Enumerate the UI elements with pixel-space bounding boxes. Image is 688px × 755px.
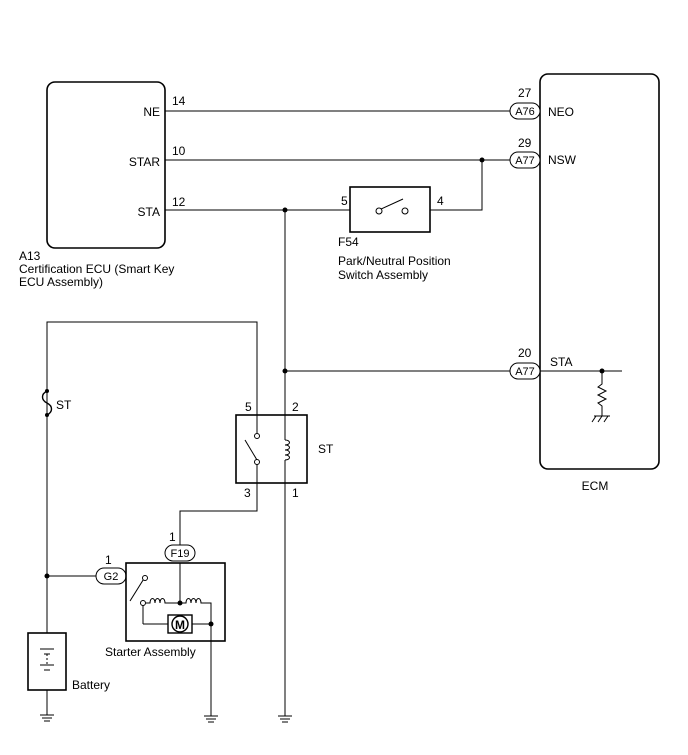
pull-in-coil-icon [146,598,180,604]
wire-relay-to-starter [179,483,258,545]
switch-blade-icon [380,198,404,210]
starter-assembly: M Starter Assembly [105,562,226,659]
connector-a77-nsw-shape [509,151,541,169]
fuse-terminal-bottom [45,413,49,417]
connector-a76: A76 [509,102,541,120]
pin-ecm-nsw: 29 [518,136,532,150]
pnp-switch-box [349,186,431,233]
pnp-name-line2: Switch Assembly [338,268,428,282]
connector-a76-label: A76 [515,106,535,118]
pin-ecu-ne: 14 [172,94,186,108]
relay-label: ST [318,442,334,456]
ecm-label: ECM [582,479,609,493]
pin-ecm-sta: 20 [518,346,532,360]
ecu-terminal-star: STAR [129,155,160,169]
motor-icon [171,615,189,633]
fuse-terminal-top [45,389,49,393]
relay-pin-5: 5 [245,400,252,414]
relay-coil-icon [284,439,290,461]
connector-g2: G2 [95,567,127,585]
starter-contact-bottom [140,600,146,606]
st-relay: 5 2 3 1 ST [235,400,334,500]
connector-a77-sta-shape [509,362,541,380]
connector-a77-nsw-label: A77 [515,155,535,167]
motor-label: M [175,618,185,632]
certification-ecu: NE STAR STA A13 Certification ECU (Smart… [19,81,174,289]
relay-contact-top [254,433,260,439]
ecu-code: A13 [19,249,41,263]
pin-g2: 1 [105,553,112,567]
resistor-icon [596,371,608,416]
connector-f19-label: F19 [171,548,190,560]
connector-g2-label: G2 [104,571,119,583]
ecm: NEO NSW STA ECM [539,73,660,493]
fuse-label: ST [56,398,72,412]
wire-battery-feed [46,321,258,715]
relay-pin-1: 1 [292,486,299,500]
st-relay-box [235,414,308,484]
battery-label: Battery [72,678,110,692]
ecu-terminal-ne: NE [143,105,160,119]
pin-f19: 1 [169,530,176,544]
ecu-terminal-sta: STA [138,205,160,219]
relay-pin-2: 2 [292,400,299,414]
park-neutral-switch: 5 4 F54 Park/Neutral Position Switch Ass… [338,186,451,282]
relay-contact-bottom [254,459,260,465]
ecm-terminal-neo: NEO [548,105,574,119]
battery: Battery [27,632,110,692]
pnp-pin-5: 5 [341,194,348,208]
pnp-pin-4: 4 [437,194,444,208]
connector-a77-sta: A77 [509,362,541,380]
pnp-name-line1: Park/Neutral Position [338,254,451,268]
switch-contact-left [375,207,383,215]
connector-a76-shape [509,102,541,120]
pin-ecm-neo: 27 [518,86,532,100]
pnp-code: F54 [338,235,359,249]
ecm-terminal-sta: STA [550,355,572,369]
pin-ecu-star: 10 [172,144,186,158]
battery-box [27,632,67,691]
ecm-box [539,73,660,470]
connector-a77-nsw: A77 [509,151,541,169]
ecm-chassis-ground-tick [591,415,597,423]
ecu-name-line1: Certification ECU (Smart Key [19,262,174,276]
ecm-chassis-ground-tick [597,415,603,423]
connector-f19: F19 [164,544,196,562]
starter-label: Starter Assembly [105,645,196,659]
ecm-chassis-ground-tick [603,415,609,423]
ecm-terminal-nsw: NSW [548,153,577,167]
relay-pin-3: 3 [244,486,251,500]
ground-icon [204,715,218,723]
fuse-icon [41,390,53,416]
starter-switch-blade-icon [129,576,146,602]
connector-a77-sta-label: A77 [515,366,535,378]
relay-switch-blade-icon [244,439,258,461]
pin-ecu-sta: 12 [172,195,186,209]
ground-icon [278,715,292,723]
starter-contact-top [142,575,148,581]
ground-icon [40,714,54,722]
hold-in-coil-icon [180,598,212,625]
connector-f19-shape [164,544,196,562]
certification-ecu-box [46,81,166,249]
switch-contact-right [401,207,409,215]
wire-switch-to-nsw [430,160,483,211]
ecu-name-line2: ECU Assembly) [19,275,103,289]
